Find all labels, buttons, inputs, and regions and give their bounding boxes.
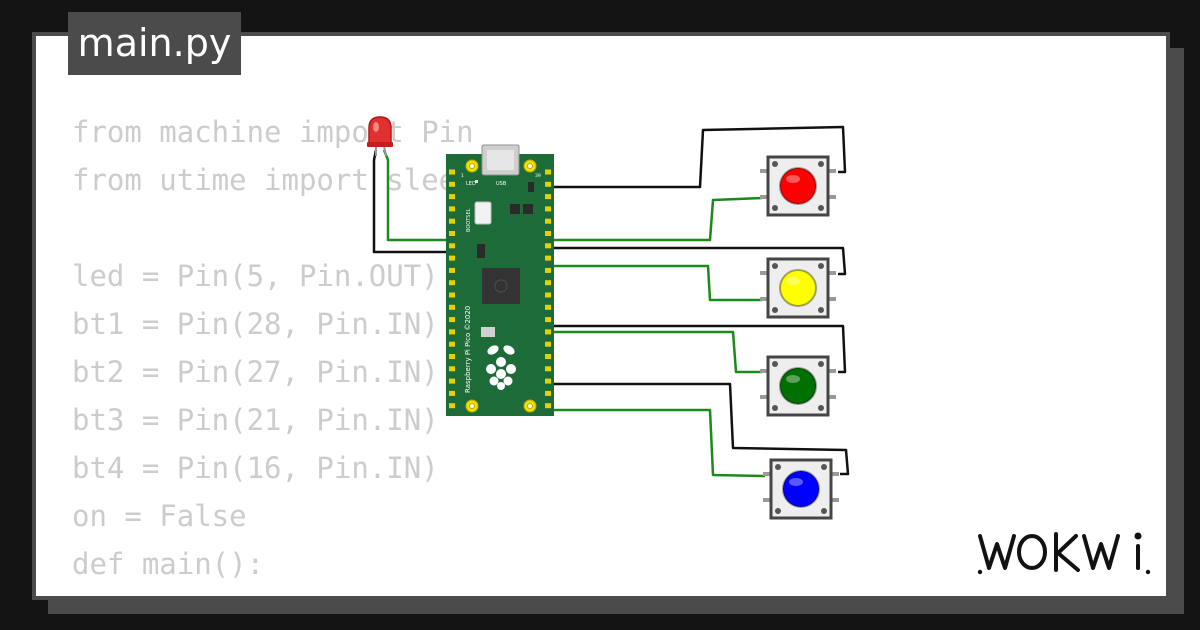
pin-pad: [449, 206, 455, 212]
bootsel-button[interactable]: [474, 201, 492, 225]
pin-pad: [545, 366, 551, 372]
pico-board[interactable]: LED USB 1 39 BOOTSEL Raspberry Pi Pico ©…: [446, 144, 554, 416]
wire-blue-black: [548, 382, 850, 476]
bootsel-label: BOOTSEL: [466, 208, 472, 232]
raspberry-logo: [486, 345, 516, 390]
button-blue[interactable]: [763, 458, 839, 520]
pin-pad: [449, 390, 455, 396]
wire-green-green: [548, 330, 762, 374]
pin-headers: [449, 169, 551, 409]
pin-pad: [449, 255, 455, 261]
mounting-holes: [465, 159, 537, 413]
pin-pad: [545, 206, 551, 212]
rp2040-chip: [482, 268, 520, 304]
pin-pad: [545, 304, 551, 310]
pin-pad: [545, 255, 551, 261]
pin-pad: [449, 218, 455, 224]
pin-pad: [449, 403, 455, 409]
wokwi-logo: [977, 532, 1151, 575]
led[interactable]: [367, 116, 393, 157]
code-line: bt1 = Pin(28, Pin.IN): [72, 307, 439, 341]
button-red[interactable]: [760, 155, 836, 217]
pin-pad: [545, 194, 551, 200]
pin-pad: [545, 267, 551, 273]
pin-pad: [449, 292, 455, 298]
pin-pad: [545, 403, 551, 409]
pin39-label: 39: [535, 173, 541, 179]
button-yellow[interactable]: [760, 257, 836, 319]
pin-pad: [449, 243, 455, 249]
pin-pad: [545, 218, 551, 224]
pin1-label: 1: [461, 173, 464, 179]
wire-led-anode: [382, 149, 450, 242]
pin-pad: [449, 329, 455, 335]
wire-green-black: [548, 324, 847, 374]
pin-pad: [449, 280, 455, 286]
pin-pad: [545, 317, 551, 323]
pin-pad: [449, 231, 455, 236]
usb-label: USB: [496, 181, 507, 187]
pin-pad: [545, 341, 551, 347]
board-name: Raspberry Pi Pico ©2020: [464, 306, 472, 393]
wire-yellow-black: [548, 246, 847, 276]
wire-red-green: [548, 196, 763, 242]
wire-red-black: [548, 125, 847, 189]
file-tab[interactable]: main.py: [68, 12, 241, 75]
pin-pad: [449, 194, 455, 200]
code-line: led = Pin(5, Pin.OUT): [72, 259, 439, 293]
pin-pad: [545, 390, 551, 396]
pin-pad: [545, 243, 551, 249]
code-line: on = False: [72, 499, 247, 533]
wire-blue-green: [548, 408, 766, 478]
pin-pad: [449, 366, 455, 372]
pin-pad: [545, 329, 551, 335]
led-label: LED: [466, 181, 476, 187]
pin-pad: [545, 378, 551, 384]
wires: [372, 125, 850, 478]
pin-pad: [545, 231, 551, 236]
pin-pad: [545, 181, 551, 187]
wire-led-cathode: [372, 149, 450, 254]
code-line: bt2 = Pin(27, Pin.IN): [72, 355, 439, 389]
pin-pad: [545, 354, 551, 359]
pin-pad: [449, 317, 455, 323]
pushbuttons: [760, 155, 839, 520]
code-line: bt3 = Pin(21, Pin.IN): [72, 403, 439, 437]
pin-pad: [449, 181, 455, 187]
pin-pad: [449, 169, 455, 175]
wire-yellow-green: [548, 264, 762, 302]
pin-pad: [545, 292, 551, 298]
code-line: bt4 = Pin(16, Pin.IN): [72, 451, 439, 485]
pin-pad: [449, 341, 455, 347]
pin-pad: [449, 354, 455, 359]
code-line: while True:: [72, 588, 474, 596]
button-green[interactable]: [760, 355, 836, 417]
pin-pad: [545, 169, 551, 175]
pin-pad: [449, 267, 455, 273]
pin-pad: [449, 304, 455, 310]
pin-pad: [449, 378, 455, 384]
code-line: def main():: [72, 547, 265, 581]
code-line: from machine import Pin: [72, 115, 474, 149]
pin-pad: [545, 280, 551, 286]
